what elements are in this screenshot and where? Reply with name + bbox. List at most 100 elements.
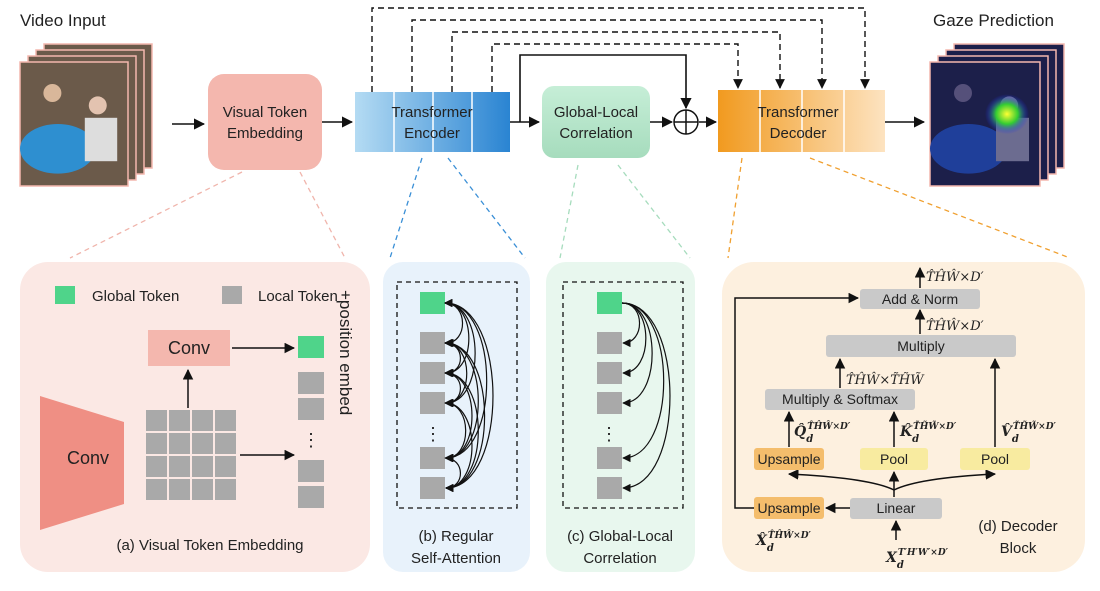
attention-arc	[621, 302, 665, 463]
local-token-cell	[215, 456, 236, 477]
table-region	[20, 124, 96, 174]
panel-b-caption-line1: (b) Regular	[418, 528, 493, 545]
transformer-decoder-block: Transformer Decoder	[718, 90, 885, 152]
attention-arc	[444, 298, 494, 493]
linear-box	[850, 498, 942, 519]
local-token	[597, 362, 622, 384]
multiply-label: Multiply	[897, 338, 944, 354]
local-token-cell	[215, 433, 236, 454]
attention-arc	[621, 302, 671, 493]
multiply-softmax-label: Multiply & Softmax	[782, 391, 898, 407]
glc-line2: Correlation	[559, 125, 632, 142]
panel-b-caption-line2: Self-Attention	[411, 550, 501, 567]
local-token-cell	[192, 410, 213, 431]
position-embed-label: +position embed	[336, 290, 355, 415]
local-token	[298, 398, 324, 420]
global-local-correlation-block: Global-Local Correlation	[542, 86, 650, 158]
upsample-x-label: Upsample	[757, 500, 820, 516]
panel-a-caption: (a) Visual Token Embedding	[116, 537, 303, 554]
local-token-cell	[169, 479, 190, 500]
panel-b: ⋮ (b) Regular Self-Attention	[396, 281, 518, 567]
visual-token-embedding-block: Visual Token Embedding	[208, 74, 322, 170]
gaze-heatmap	[985, 94, 1029, 135]
ellipsis: ⋮	[302, 430, 320, 450]
conv-large-trapezoid	[40, 396, 124, 530]
table-region	[930, 124, 1007, 174]
pool-v-box	[960, 448, 1030, 470]
panel-c-caption-line1: (c) Global-Local	[567, 528, 673, 545]
person-head	[43, 84, 62, 102]
x-input-label: XdT′H′W′×D′	[885, 548, 949, 571]
vte-line1: Visual Token	[223, 104, 308, 121]
video-input-label: Video Input	[20, 11, 106, 30]
local-token	[298, 372, 324, 394]
local-token	[420, 447, 445, 469]
ellipsis: ⋮	[424, 424, 442, 444]
multiply-output-dim-label: T̂ĤŴ×D′	[926, 318, 984, 334]
zoom-connectors	[69, 157, 1071, 259]
local-token-cell	[169, 433, 190, 454]
v-label: V̂dT̃H̃W̃×D′	[1001, 420, 1057, 445]
local-token	[597, 447, 622, 469]
local-token	[298, 486, 324, 508]
decoder-line1: Transformer	[757, 104, 838, 121]
global-token	[420, 292, 445, 314]
output-dim-label: T̂ĤŴ×D′	[926, 269, 984, 285]
local-token-cell	[192, 456, 213, 477]
global-token	[298, 336, 324, 358]
multiply-box	[826, 335, 1016, 357]
local-token-cell	[215, 479, 236, 500]
panel-a: Global Token Local Token Conv Conv ⋮ +po…	[40, 286, 355, 554]
local-token-cell	[169, 410, 190, 431]
video-input-frames	[19, 43, 153, 187]
linear-label: Linear	[877, 500, 916, 516]
panel-d-caption-line2: Block	[1000, 540, 1037, 557]
local-token	[420, 392, 445, 414]
vte-line2: Embedding	[227, 125, 303, 142]
panel-d-caption-line1: (d) Decoder	[978, 518, 1057, 535]
panel-c: ⋮ (c) Global-Local Correlation	[562, 281, 684, 567]
gaze-prediction-frames	[929, 43, 1065, 187]
person-head	[954, 84, 972, 102]
transformer-encoder-block: Transformer Encoder	[355, 92, 510, 152]
local-token	[420, 332, 445, 354]
local-token-legend-swatch	[222, 286, 242, 304]
global-token-legend-swatch	[55, 286, 75, 304]
q-label: Q̂dT̂ĤŴ×D′	[794, 420, 851, 445]
pool-v-label: Pool	[981, 451, 1009, 467]
local-token	[420, 362, 445, 384]
local-token-cell	[215, 410, 236, 431]
person-body	[84, 117, 118, 162]
attention-dim-label: T̂ĤŴ×T̃H̃W̃	[846, 372, 925, 388]
add-norm-box	[860, 289, 980, 309]
attention-arc	[444, 298, 488, 463]
global-token	[597, 292, 622, 314]
attention-arc	[621, 302, 647, 378]
local-token-legend-label: Local Token	[258, 288, 338, 305]
conv-small-box	[148, 330, 230, 366]
conv-large-label: Conv	[67, 448, 109, 468]
arrow-encoder-skip	[519, 54, 692, 122]
local-token-cell	[169, 456, 190, 477]
add-norm-label: Add & Norm	[882, 291, 958, 307]
pool-k-label: Pool	[880, 451, 908, 467]
attention-arc	[621, 302, 653, 408]
panel-d: Add & Norm Multiply Multiply & Softmax U…	[734, 266, 1058, 571]
local-token-cell	[146, 456, 167, 477]
attention-arc	[444, 338, 486, 493]
local-token-cell	[146, 410, 167, 431]
local-token-cell	[146, 433, 167, 454]
glc-line1: Global-Local	[554, 104, 638, 121]
xhat-label: X̂dT̂ĤŴ×D′	[755, 529, 812, 554]
local-token	[597, 332, 622, 354]
gaze-prediction-label: Gaze Prediction	[933, 11, 1054, 30]
local-token	[420, 477, 445, 499]
encoder-line1: Transformer	[391, 104, 472, 121]
local-token	[597, 477, 622, 499]
pool-k-box	[860, 448, 928, 470]
add-icon	[673, 109, 699, 135]
conv-small-label: Conv	[168, 338, 210, 358]
encoder-line2: Encoder	[404, 125, 460, 142]
ellipsis: ⋮	[600, 424, 618, 444]
